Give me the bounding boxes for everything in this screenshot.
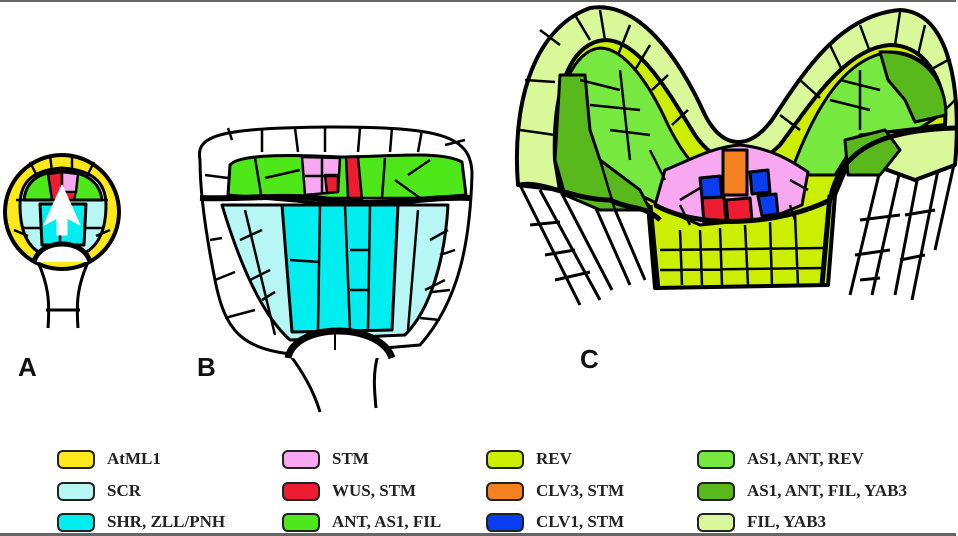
b-suspensor [288,354,380,413]
legend-swatch [697,449,735,469]
legend-label: SHR, ZLL/PNH [107,512,226,531]
legend-label: REV [536,449,572,468]
legend-swatch [697,512,735,532]
legend-swatch [697,481,735,501]
legend-swatch [57,449,95,469]
b-hypophysis-arch [284,327,396,360]
panel-label-b: B [197,352,216,382]
legend-label: FIL, YAB3 [747,512,827,531]
b-boundary [199,193,473,206]
b-cell-walls [200,127,472,336]
a-suspensor [36,261,90,329]
a-stm [60,170,80,194]
legend-swatch [57,512,95,532]
legend-item: AtML1 [57,447,161,471]
c-clv3-stm [721,148,749,197]
legend-label: CLV3, STM [536,481,625,500]
legend-swatch [282,481,320,501]
legend-item: AS1, ANT, FIL, YAB3 [697,479,907,503]
legend-swatch [486,512,524,532]
c-cell-walls [519,9,956,286]
c-corpus-outline [647,194,833,291]
panel-a-embryo [3,153,121,329]
c-lower-cells [518,159,957,306]
legend-label: AS1, ANT, REV [747,449,864,468]
legend-item: WUS, STM [282,479,416,503]
legend-label: WUS, STM [332,481,417,500]
legend-item: FIL, YAB3 [697,510,826,534]
legend-label: AS1, ANT, FIL, YAB3 [747,481,907,500]
legend-item: ANT, AS1, FIL [282,510,441,534]
legend-item: STM [282,447,369,471]
legend-label: STM [332,449,369,468]
c-boundary-right [827,125,956,201]
legend-item: CLV1, STM [486,510,624,534]
legend-item: SHR, ZLL/PNH [57,510,225,534]
legend-swatch [57,481,95,501]
legend-swatch [486,449,524,469]
a-arrow-icon [43,184,81,236]
c-clv1-stm [698,168,780,218]
b-shr [280,203,400,334]
legend-item: CLV3, STM [486,479,624,503]
a-hypophysis-arch [31,241,93,263]
panel-label-a: A [18,352,37,382]
legend-label: SCR [107,481,142,500]
legend-item: AS1, ANT, REV [697,447,864,471]
panel-c-meristem [514,5,958,306]
c-boundary-left [519,181,662,222]
legend-label: AtML1 [107,449,161,468]
c-as1-ant-fil-yab3-left [553,73,652,212]
panel-b-embryo [197,125,474,413]
legend-label: ANT, AS1, FIL [332,512,442,531]
legend-swatch [486,481,524,501]
legend-swatch [282,512,320,532]
legend-item: SCR [57,479,141,503]
legend-label: CLV1, STM [536,512,625,531]
legend-item: REV [486,447,572,471]
panel-label-c: C [580,344,599,374]
legend-swatch [282,449,320,469]
